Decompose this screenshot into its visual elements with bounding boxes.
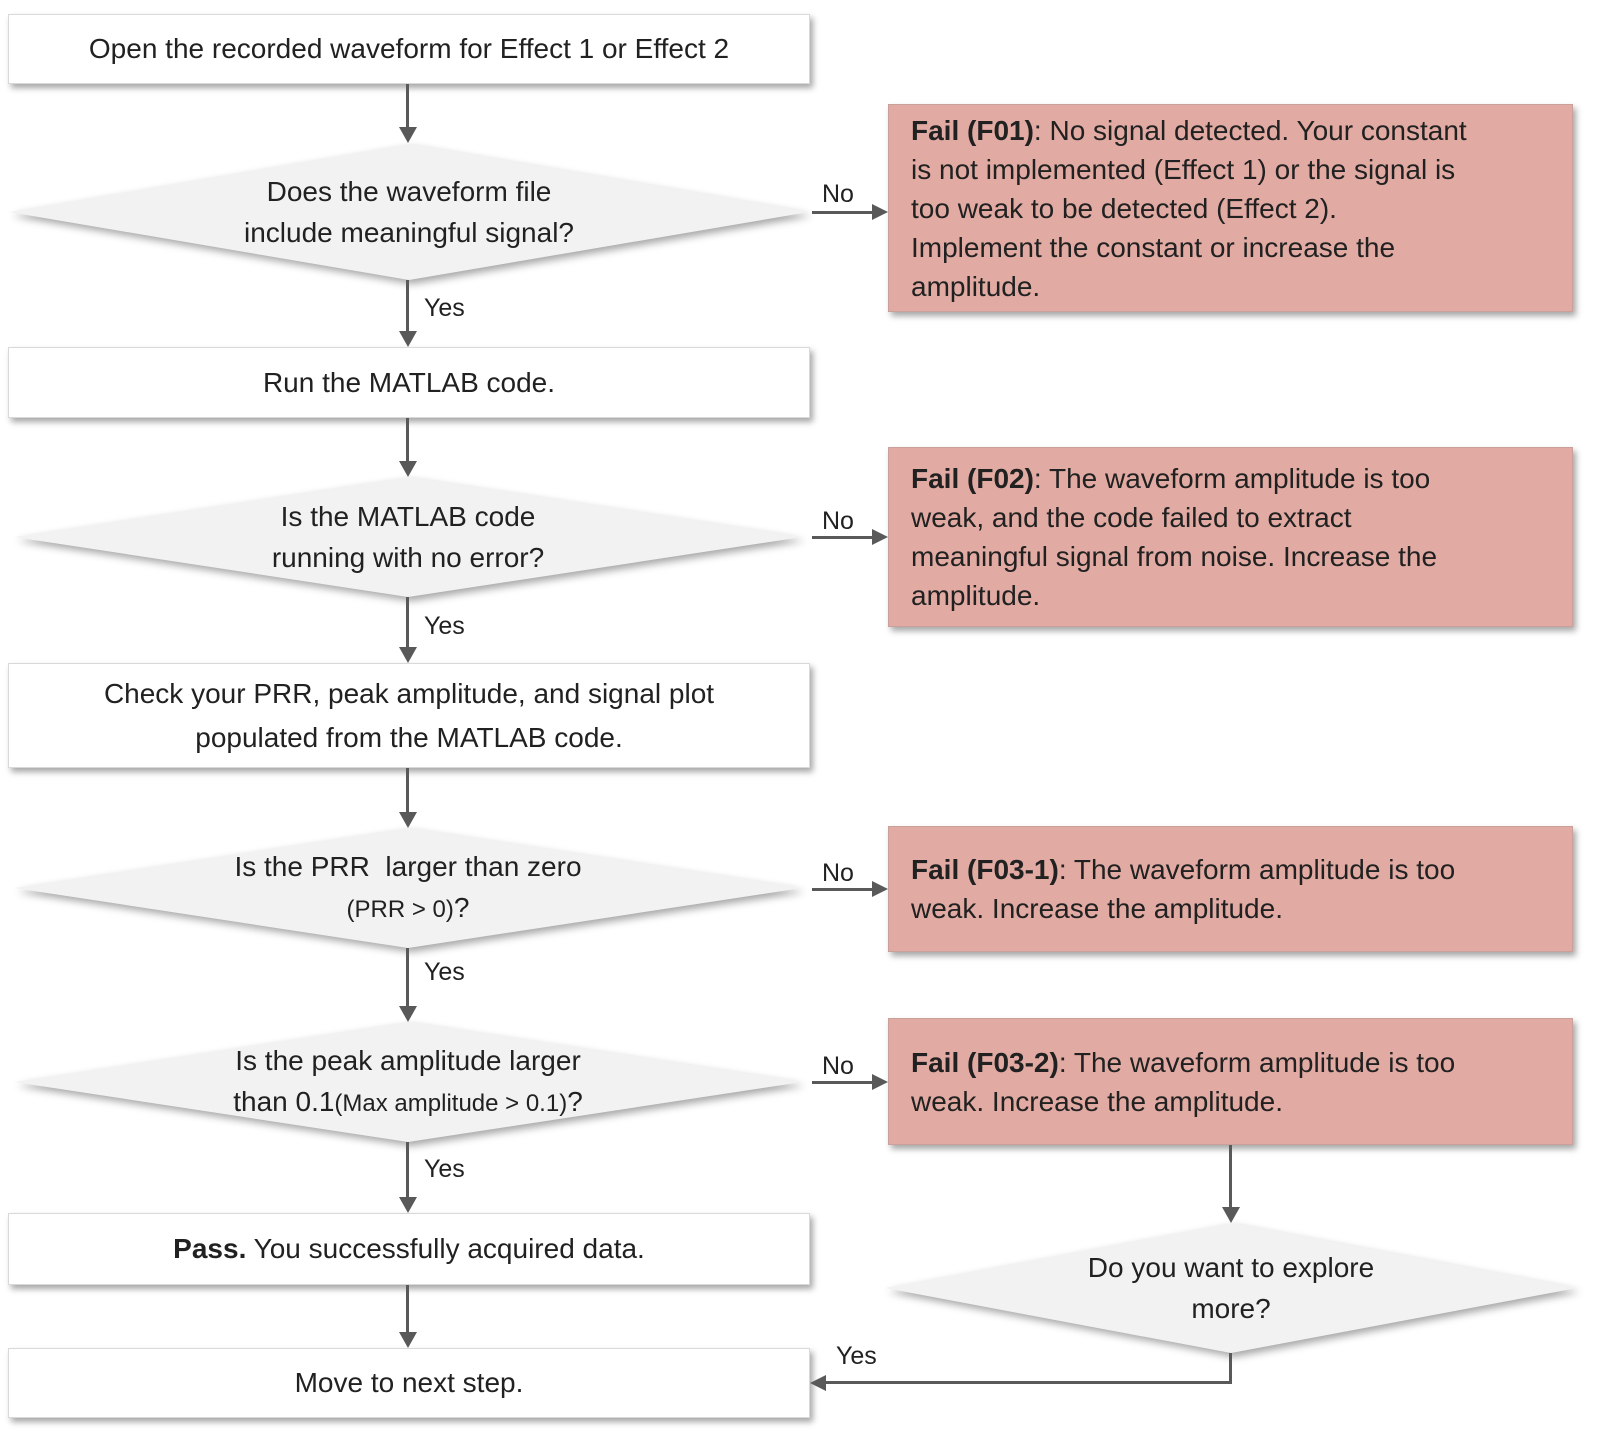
pass-rest: You successfully acquired data. [246,1233,645,1264]
decision-prr-questionmark: ? [453,892,470,923]
decision-signal-line1: Does the waveform file [266,176,552,207]
fail-box-f03-2: Fail (F03-2): The waveform amplitude is … [888,1018,1573,1145]
flow-line [812,1081,873,1084]
node-run-matlab-text: Run the MATLAB code. [262,366,556,398]
node-check-outputs-line2: populated from the MATLAB code. [195,721,623,753]
decision-explore-more: Do you want to explore more? [885,1223,1577,1353]
fail-f01-lead: Fail (F01) [911,114,1034,146]
flow-line [406,1142,409,1198]
node-run-matlab: Run the MATLAB code. [8,347,810,418]
fail-f02-text: Fail (F02): The waveform amplitude is to… [911,459,1437,615]
flow-line [406,948,409,1007]
flow-arrowhead-down [399,461,417,477]
edge-label-signal-yes: Yes [424,294,465,322]
node-open-waveform-text: Open the recorded waveform for Effect 1 … [88,33,730,64]
edge-label-signal-no: No [822,180,854,208]
flow-arrowhead-down [399,1197,417,1213]
decision-peak-questionmark: ? [567,1086,583,1117]
fail-f01-rest: : No signal detected. Your constant is n… [911,114,1467,302]
decision-signal-check: Does the waveform file include meaningfu… [9,144,809,280]
edge-label-explore-yes: Yes [836,1342,877,1370]
fail-f01-text: Fail (F01): No signal detected. Your con… [911,111,1467,306]
fail-f03-1-text: Fail (F03-1): The waveform amplitude is … [911,850,1455,928]
flow-line [1229,1353,1232,1384]
flow-arrowhead-down [399,331,417,347]
decision-signal-line2: include meaningful signal? [244,217,574,248]
node-check-outputs-line1: Check your PRR, peak amplitude, and sign… [103,677,715,709]
flow-arrowhead-down [399,812,417,828]
flow-arrowhead-down [399,1332,417,1348]
flow-line [824,1381,1231,1384]
fail-f03-1-lead: Fail (F03-1) [911,854,1059,885]
edge-label-error-no: No [822,507,854,535]
node-pass: Pass. You successfully acquired data. [8,1213,810,1285]
decision-peak-line2: than 0.1(Max amplitude > 0.1)? [233,1081,583,1124]
decision-peak-prefix: than 0.1 [233,1086,335,1117]
decision-peak-amplitude: Is the peak amplitude larger than 0.1(Ma… [14,1022,802,1142]
fail-box-f02: Fail (F02): The waveform amplitude is to… [888,447,1573,627]
decision-prr-condition: (PRR > 0) [346,896,454,923]
fail-box-f03-1: Fail (F03-1): The waveform amplitude is … [888,826,1573,952]
flow-arrowhead-down [399,1006,417,1022]
flow-line [406,597,409,648]
edge-label-prr-yes: Yes [424,958,465,986]
decision-error-line1: Is the MATLAB code [280,501,536,532]
node-pass-text: Pass. You successfully acquired data. [173,1233,645,1265]
flow-line [812,536,873,539]
decision-prr-line1: Is the PRR larger than zero [234,851,582,882]
node-move-next: Move to next step. [8,1348,810,1418]
flow-arrowhead-down [399,127,417,143]
decision-peak-line1: Is the peak amplitude larger [235,1045,581,1076]
fail-f02-rest: : The waveform amplitude is too weak, an… [911,463,1438,611]
fail-f03-2-lead: Fail (F03-2) [911,1046,1059,1078]
flow-line [1229,1145,1232,1208]
flow-arrowhead-right [872,1074,888,1090]
decision-prr: Is the PRR larger than zero (PRR > 0)? [14,828,802,948]
flow-line [406,768,409,813]
edge-label-error-yes: Yes [424,612,465,640]
decision-matlab-error: Is the MATLAB code running with no error… [14,477,802,597]
flow-arrowhead-right [872,529,888,545]
flow-line [406,1285,409,1333]
fail-f03-2-rest: : The waveform amplitude is too weak. In… [911,1046,1456,1117]
flow-arrowhead-down [399,647,417,663]
flow-line [812,211,873,214]
edge-label-prr-no: No [822,859,854,887]
flow-arrowhead-down [1222,1207,1240,1223]
decision-error-line2: running with no error? [271,542,545,573]
fail-f03-2-text: Fail (F03-2): The waveform amplitude is … [911,1043,1455,1121]
flow-line [406,84,409,128]
node-check-outputs: Check your PRR, peak amplitude, and sign… [8,663,810,768]
flow-line [812,888,873,891]
decision-explore-line1: Do you want to explore [1087,1252,1375,1283]
decision-explore-line2: more? [1191,1293,1271,1324]
fail-box-f01: Fail (F01): No signal detected. Your con… [888,104,1573,312]
edge-label-peak-no: No [822,1052,854,1080]
flow-arrowhead-right [872,204,888,220]
node-open-waveform: Open the recorded waveform for Effect 1 … [8,14,810,84]
flow-line [406,418,409,462]
flow-line [406,280,409,332]
node-move-next-text: Move to next step. [294,1367,524,1398]
decision-prr-line2: (PRR > 0)? [347,887,470,930]
pass-lead: Pass. [173,1233,247,1264]
flow-arrowhead-left [810,1375,826,1391]
flow-arrowhead-right [872,881,888,897]
fail-f02-lead: Fail (F02) [911,463,1034,494]
fail-f03-1-rest: : The waveform amplitude is too weak. In… [911,854,1456,924]
decision-peak-condition: (Max amplitude > 0.1) [334,1090,568,1117]
edge-label-peak-yes: Yes [424,1155,465,1183]
